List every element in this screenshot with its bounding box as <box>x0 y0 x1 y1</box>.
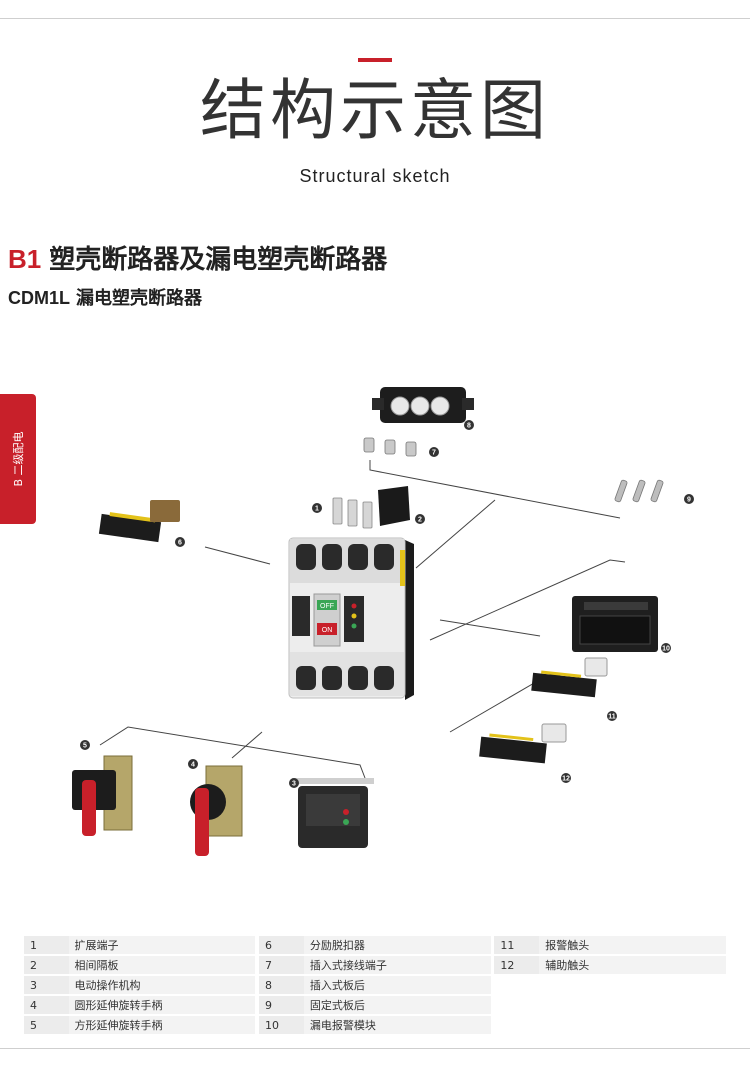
legend-part-name <box>539 976 726 994</box>
callout-9: 9 <box>684 494 694 504</box>
legend-part-name: 相间隔板 <box>68 956 256 974</box>
legend-number <box>494 976 539 994</box>
connector-line-bottom <box>99 726 366 779</box>
connector-line-top <box>369 460 621 519</box>
part-3-motor-operator <box>292 778 374 848</box>
legend-number: 5 <box>24 1016 69 1034</box>
bottom-rule <box>0 1048 750 1049</box>
svg-text:4: 4 <box>191 762 195 769</box>
legend-part-name: 圆形延伸旋转手柄 <box>68 996 256 1014</box>
callout-11: 11 <box>607 711 617 721</box>
legend-part-name: 辅助触头 <box>539 956 726 974</box>
legend-part-name: 电动操作机构 <box>68 976 256 994</box>
part-9-rear-terminals <box>614 479 664 503</box>
connector-line-10a <box>439 619 541 637</box>
product-heading: CDM1L 漏电塑壳断路器 <box>8 289 202 308</box>
legend-number: 12 <box>494 956 540 974</box>
callout-6: 6 <box>175 537 185 547</box>
top-rule <box>0 18 750 19</box>
callout-5: 5 <box>80 740 90 750</box>
legend-number <box>494 996 539 1014</box>
title-accent-dash <box>358 58 392 62</box>
part-8-plug-in-base <box>372 387 474 423</box>
svg-text:11: 11 <box>608 714 616 721</box>
svg-text:12: 12 <box>562 776 570 783</box>
legend-number: 1 <box>24 936 69 954</box>
svg-text:2: 2 <box>418 517 422 524</box>
breaker-on-label: ON <box>322 627 333 634</box>
legend-part-name: 扩展端子 <box>68 936 256 954</box>
structure-diagram: OFF ON <box>72 387 694 856</box>
svg-text:6: 6 <box>178 540 182 547</box>
legend-number: 7 <box>258 956 304 974</box>
side-category-tab[interactable]: B 二级配电 <box>0 394 36 524</box>
legend-part-name: 报警触头 <box>539 936 726 954</box>
callout-3: 3 <box>289 778 299 788</box>
part-6-shunt-release <box>98 500 180 543</box>
callout-7: 7 <box>429 447 439 457</box>
legend-number <box>494 1016 539 1034</box>
legend-number: 11 <box>494 936 540 954</box>
connector-line-2 <box>415 499 496 569</box>
part-4-round-extension-handle <box>190 765 243 856</box>
legend-number: 6 <box>258 936 304 954</box>
legend-part-name: 插入式接线端子 <box>303 956 491 974</box>
part-7-plug-terminals <box>363 437 417 457</box>
svg-text:3: 3 <box>292 781 296 788</box>
legend-part-name <box>539 1016 726 1034</box>
callout-1: 1 <box>312 503 322 513</box>
part-10-leakage-alarm-module <box>572 596 658 652</box>
part-12-auxiliary-contact <box>479 723 567 764</box>
breaker-off-label: OFF <box>320 603 334 610</box>
svg-text:8: 8 <box>467 423 471 430</box>
section-code: B1 <box>8 244 42 274</box>
legend-part-name: 漏电报警模块 <box>303 1016 491 1034</box>
product-subtitle: 漏电塑壳断路器 <box>76 288 202 309</box>
part-5-square-extension-handle <box>72 755 133 836</box>
product-model: CDM1L <box>8 288 70 308</box>
callout-2: 2 <box>415 514 425 524</box>
page-subtitle: Structural sketch <box>299 166 451 186</box>
callout-10: 10 <box>661 643 671 653</box>
svg-text:5: 5 <box>83 743 87 750</box>
callout-12: 12 <box>561 773 571 783</box>
legend-part-name: 方形延伸旋转手柄 <box>68 1016 256 1034</box>
legend-number: 2 <box>24 956 69 974</box>
main-breaker: OFF ON <box>288 537 414 700</box>
callout-8: 8 <box>464 420 474 430</box>
legend-number: 8 <box>258 976 304 994</box>
page-title: 结构示意图 <box>200 72 550 149</box>
section-title: 塑壳断路器及漏电塑壳断路器 <box>49 245 388 275</box>
legend-part-name: 固定式板后 <box>303 996 491 1014</box>
part-1-extension-terminals <box>332 497 373 529</box>
svg-text:1: 1 <box>315 506 319 513</box>
connector-line-6 <box>204 546 271 565</box>
svg-text:7: 7 <box>432 450 436 457</box>
svg-text:9: 9 <box>687 497 691 504</box>
callout-4: 4 <box>188 759 198 769</box>
legend-part-name: 分励脱扣器 <box>303 936 491 954</box>
legend-number: 10 <box>258 1016 304 1034</box>
part-2-phase-barrier <box>378 486 410 526</box>
svg-text:10: 10 <box>662 646 670 653</box>
part-11-alarm-contact <box>531 657 608 698</box>
legend-part-name <box>539 996 726 1014</box>
legend-part-name: 插入式板后 <box>303 976 491 994</box>
connector-line-4 <box>231 731 263 759</box>
legend-number: 3 <box>24 976 69 994</box>
connector-line-right <box>429 559 626 641</box>
legend-number: 4 <box>24 996 69 1014</box>
callout-markers: 1 2 3 4 5 6 7 8 9 10 11 12 <box>80 420 694 788</box>
legend-number: 9 <box>258 996 304 1014</box>
